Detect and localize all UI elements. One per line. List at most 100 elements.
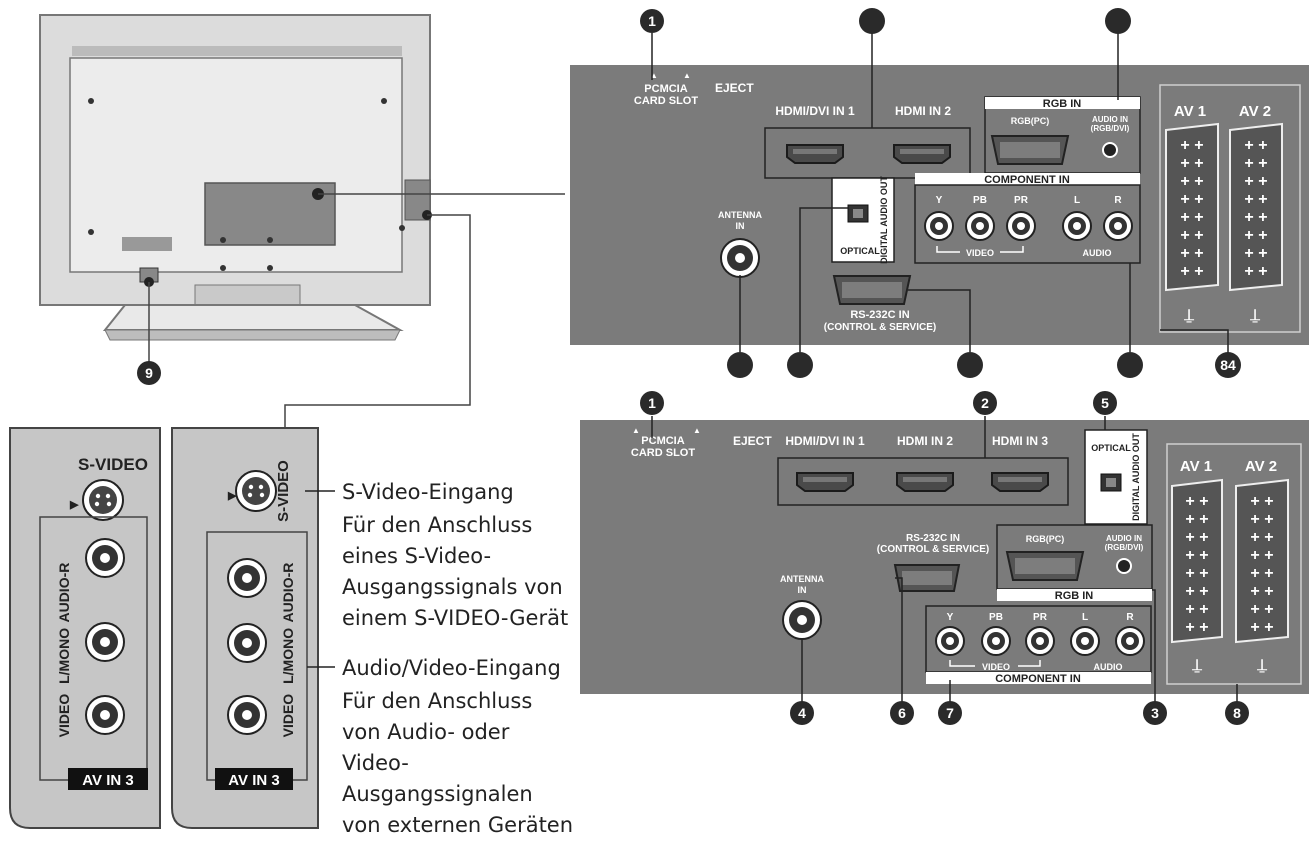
s-video-description-line: einem S-VIDEO-Gerät bbox=[342, 606, 568, 630]
svg-text:6: 6 bbox=[898, 705, 906, 721]
svg-text:+ +: + + bbox=[1244, 227, 1267, 244]
digital-audio-out-label-bottom: DIGITAL AUDIO OUT bbox=[1131, 433, 1141, 521]
scart-box bbox=[1159, 84, 1301, 333]
video-jack bbox=[85, 695, 125, 735]
callout-4-bottom: 4 bbox=[790, 701, 814, 725]
svg-text:▶: ▶ bbox=[69, 499, 79, 511]
callout-top-hdmi bbox=[859, 8, 885, 34]
hdmi-in-2-label-bottom: HDMI IN 2 bbox=[897, 434, 953, 448]
hdmi-dvi-in-1-label: HDMI/DVI IN 1 bbox=[775, 104, 855, 118]
tv-back-illustration bbox=[39, 14, 432, 341]
r-label-bottom: R bbox=[1126, 612, 1134, 623]
callout-2-bottom: 2 bbox=[973, 391, 997, 415]
svg-text:+ +: + + bbox=[1180, 245, 1203, 262]
audio-in-jack-bottom bbox=[1116, 558, 1132, 574]
antenna-label: ANTENNA bbox=[718, 210, 762, 220]
svg-text:+ +: + + bbox=[1250, 601, 1273, 618]
callout-5-bottom: 5 bbox=[1093, 391, 1117, 415]
y-label-bottom: Y bbox=[947, 612, 954, 623]
top-callouts bbox=[651, 33, 1229, 355]
audio-l-mono-jack-2 bbox=[227, 623, 267, 663]
component-l-jack-bottom bbox=[1070, 626, 1100, 656]
scart-av2-connector: + + + + + + + + + + + + + + + + bbox=[1229, 122, 1283, 292]
svg-text:+ +: + + bbox=[1250, 565, 1273, 582]
antenna-in-jack bbox=[720, 238, 760, 278]
video-label-bottom: VIDEO bbox=[982, 662, 1010, 672]
pb-label-bottom: PB bbox=[989, 612, 1003, 623]
hdmi-dvi-in-1-port bbox=[786, 144, 844, 164]
rs232c-label-bottom: RS-232C IN bbox=[906, 533, 960, 544]
av2-label: AV 2 bbox=[1239, 103, 1271, 120]
svg-text:+ +: + + bbox=[1250, 529, 1273, 546]
antenna-in-label-bottom: IN bbox=[798, 585, 807, 595]
audio-r-vertical-label-2: AUDIO-R bbox=[280, 563, 296, 623]
video-vertical-label: VIDEO bbox=[56, 694, 72, 738]
s-video-description-line: Für den Anschluss bbox=[342, 513, 532, 537]
av-description-title: Audio/Video-Eingang bbox=[342, 656, 561, 680]
rgb-pc-label: RGB(PC) bbox=[1011, 116, 1050, 126]
video-label: VIDEO bbox=[966, 248, 994, 258]
s-video-description-title: S-Video-Eingang bbox=[342, 480, 514, 504]
av-description-line: Für den Anschluss bbox=[342, 689, 532, 713]
side-panel-right: ▶ S-VIDEO VIDEO L/MONO AUDIO-R AV IN 3 bbox=[171, 427, 319, 829]
svg-text:+ +: + + bbox=[1244, 245, 1267, 262]
callout-top-rs232c bbox=[957, 352, 983, 378]
antenna-label-bottom: ANTENNA bbox=[780, 574, 824, 584]
l-label: L bbox=[1074, 195, 1080, 206]
audio-l-mono-jack bbox=[85, 622, 125, 662]
s-video-port bbox=[82, 479, 124, 521]
pb-label: PB bbox=[973, 195, 987, 206]
svg-text:+ +: + + bbox=[1180, 137, 1203, 154]
av2-label-bottom: AV 2 bbox=[1245, 458, 1277, 475]
av-description-line: von externen Geräten bbox=[342, 813, 573, 837]
antenna-in-label: IN bbox=[736, 221, 745, 231]
digital-audio-out-label: DIGITAL AUDIO OUT bbox=[879, 176, 889, 264]
video-jack-2 bbox=[227, 695, 267, 735]
y-label: Y bbox=[936, 195, 943, 206]
hdmi-in-2-port-bottom bbox=[896, 472, 954, 492]
callout-8-bottom: 8 bbox=[1225, 701, 1249, 725]
video-vertical-label-2: VIDEO bbox=[280, 694, 296, 738]
component-r-jack-bottom bbox=[1115, 626, 1145, 656]
l-mono-vertical-label-2: L/MONO bbox=[280, 628, 296, 684]
hdmi-dvi-in-1-port-bottom bbox=[796, 472, 854, 492]
svg-text:2: 2 bbox=[981, 395, 989, 411]
svg-text:+ +: + + bbox=[1250, 493, 1273, 510]
control-service-label-bottom: (CONTROL & SERVICE) bbox=[877, 544, 989, 555]
hdmi-in-2-port bbox=[893, 144, 951, 164]
audio-r-vertical-label: AUDIO-R bbox=[56, 563, 72, 623]
l-label-bottom: L bbox=[1082, 612, 1088, 623]
svg-text:▶: ▶ bbox=[227, 490, 237, 502]
antenna-in-jack-bottom bbox=[782, 600, 822, 640]
svg-text:+ +: + + bbox=[1250, 619, 1273, 636]
av-description-line: von Audio- oder bbox=[342, 720, 510, 744]
svg-text:84: 84 bbox=[1220, 357, 1236, 373]
svg-text:+ +: + + bbox=[1244, 137, 1267, 154]
av1-label: AV 1 bbox=[1174, 103, 1206, 120]
callout-top-optical bbox=[787, 352, 813, 378]
audio-in-label-bottom: AUDIO IN bbox=[1106, 534, 1142, 543]
av-in-3-label-2: AV IN 3 bbox=[228, 772, 279, 789]
svg-text:+ +: + + bbox=[1244, 209, 1267, 226]
svg-text:+ +: + + bbox=[1185, 583, 1208, 600]
rgb-in-label-bottom: RGB IN bbox=[1055, 590, 1094, 602]
callout-3-bottom: 3 bbox=[1143, 701, 1167, 725]
eject-label: EJECT bbox=[715, 81, 754, 95]
s-video-port-2 bbox=[235, 470, 277, 512]
pr-label: PR bbox=[1014, 195, 1029, 206]
hdmi-dvi-in-1-label-bottom: HDMI/DVI IN 1 bbox=[785, 434, 865, 448]
callout-84-top: 84 bbox=[1215, 352, 1241, 378]
audio-in-label: AUDIO IN bbox=[1092, 115, 1128, 124]
svg-text:+ +: + + bbox=[1180, 173, 1203, 190]
av1-label-bottom: AV 1 bbox=[1180, 458, 1212, 475]
audio-in-sub-label-bottom: (RGB/DVI) bbox=[1105, 543, 1144, 552]
audio-in-sub-label: (RGB/DVI) bbox=[1091, 124, 1130, 133]
svg-text:▲: ▲ bbox=[693, 426, 701, 435]
svg-text:1: 1 bbox=[648, 395, 656, 411]
svg-text:VIDEO L/MONO A: VIDEO L/MONO AUDIO-R bbox=[280, 563, 296, 738]
svg-text:+ +: + + bbox=[1250, 511, 1273, 528]
callout-top-antenna bbox=[727, 352, 753, 378]
rgb-pc-port-bottom bbox=[1006, 551, 1084, 581]
svg-text:+ +: + + bbox=[1185, 493, 1208, 510]
component-pr-jack bbox=[1006, 211, 1036, 241]
